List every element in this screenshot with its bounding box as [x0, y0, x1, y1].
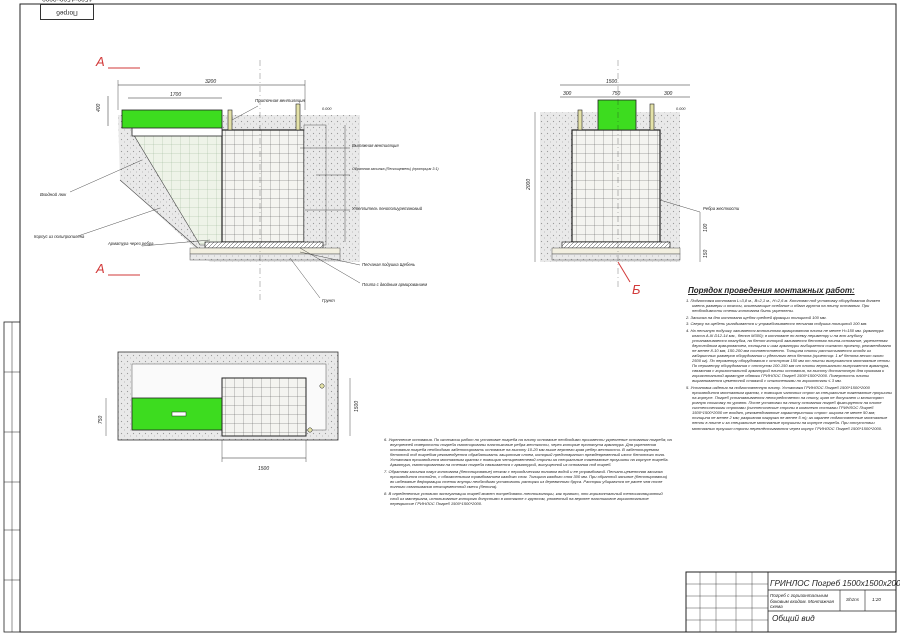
label-soil: Грунт — [322, 298, 335, 303]
stamp-description: Погреб с горизонтальным боковым входом. … — [770, 593, 834, 610]
procedure-step: 2. Засыпка на дно котлована щебня средне… — [686, 314, 827, 320]
stamp-sheet: Sh1ns — [846, 597, 860, 602]
label-rebar: Арматура через ребра — [107, 241, 154, 246]
procedure-step: 6. Укрепление основания. По окончании ра… — [384, 437, 672, 468]
tank-body-right — [571, 129, 661, 243]
outer-frame — [19, 3, 897, 633]
green-lid-left — [121, 109, 223, 129]
section-marker-b: Б — [632, 282, 641, 297]
stamp-product: ГРИНЛОС Погреб 1500х1500х2000 — [770, 579, 900, 588]
procedure-step: 8. В определенных условиях эксплуатации … — [384, 490, 663, 506]
plan-view — [105, 351, 351, 462]
title-block — [685, 571, 897, 633]
label-ribs: Ребра жесткости — [703, 206, 740, 211]
green-lid-right — [597, 99, 637, 131]
dim-plan-width: 1500 — [258, 466, 269, 472]
dim-lid-height: 400 — [96, 103, 102, 112]
section-marker-bottom: А — [95, 261, 105, 276]
procedure-step: 3. Сверху на щебень укладывается и утрам… — [686, 321, 868, 327]
label-sand-cushion: Песчаная подушка Щебень — [362, 262, 415, 267]
procedure-step: 4. На песчаную подушку заливается моноли… — [686, 328, 892, 384]
dim-offset-right: 300 — [664, 91, 673, 97]
procedure-step: 7. Обратная засыпка пазух котлована (бет… — [384, 468, 668, 490]
procedure-step: 1. Подготовка котлована L=3,8 м., B=2,1 … — [686, 298, 881, 314]
left-margin-stamp — [3, 321, 21, 633]
procedure-title: Порядок проведения монтажных работ: — [688, 286, 855, 295]
label-slab: Плита с двойным армированием — [362, 282, 427, 287]
dim-width-left: 3200 — [205, 79, 216, 85]
dim-offset-left: 300 — [563, 91, 572, 97]
procedure-step: 5. Установка изделия на подготовленную п… — [686, 385, 892, 431]
dim-width-right: 1500 — [606, 79, 617, 85]
procedure-steps-continued: 6. Укрепление основания. По окончании ра… — [384, 437, 672, 507]
dim-lid-width: 1700 — [170, 92, 181, 98]
label-supply-vent: Приточная вентиляция — [255, 98, 306, 103]
label-exhaust-vent: Вытяжная вентиляция — [352, 143, 399, 148]
stamp-view: Общий вид — [772, 614, 815, 623]
tank-body-left — [221, 129, 305, 243]
stamp-scale: 1:20 — [872, 597, 881, 602]
dim-slab: 100 — [703, 223, 709, 232]
dim-plan-total: 1500 — [354, 401, 360, 412]
dim-height-right: 2000 — [526, 179, 532, 191]
tank-body-plan — [221, 377, 307, 437]
section-right — [534, 60, 701, 290]
dim-sand: 150 — [703, 249, 709, 258]
dim-plan-height: 750 — [98, 415, 104, 424]
procedure-steps: 1. Подготовка котлована L=3,8 м., B=2,1 … — [686, 298, 892, 432]
label-body-pp: Корпус из полипропилена — [34, 234, 85, 239]
sheet-tab-label: Погреб 1500х1500х2000 — [40, 0, 94, 20]
level-mark-2: 0.000 — [676, 107, 686, 111]
section-left — [69, 60, 361, 300]
level-mark-1: 0.000 — [322, 107, 332, 111]
label-entrance: Входной люк — [40, 192, 67, 197]
dim-lid-width-right: 750 — [612, 91, 621, 97]
label-backfill: Обратная засыпка (Пескощемень) (пропорци… — [352, 167, 439, 171]
label-insulation: Утеплитель пенополиуретановый — [352, 206, 423, 211]
section-marker-top: А — [95, 54, 105, 69]
